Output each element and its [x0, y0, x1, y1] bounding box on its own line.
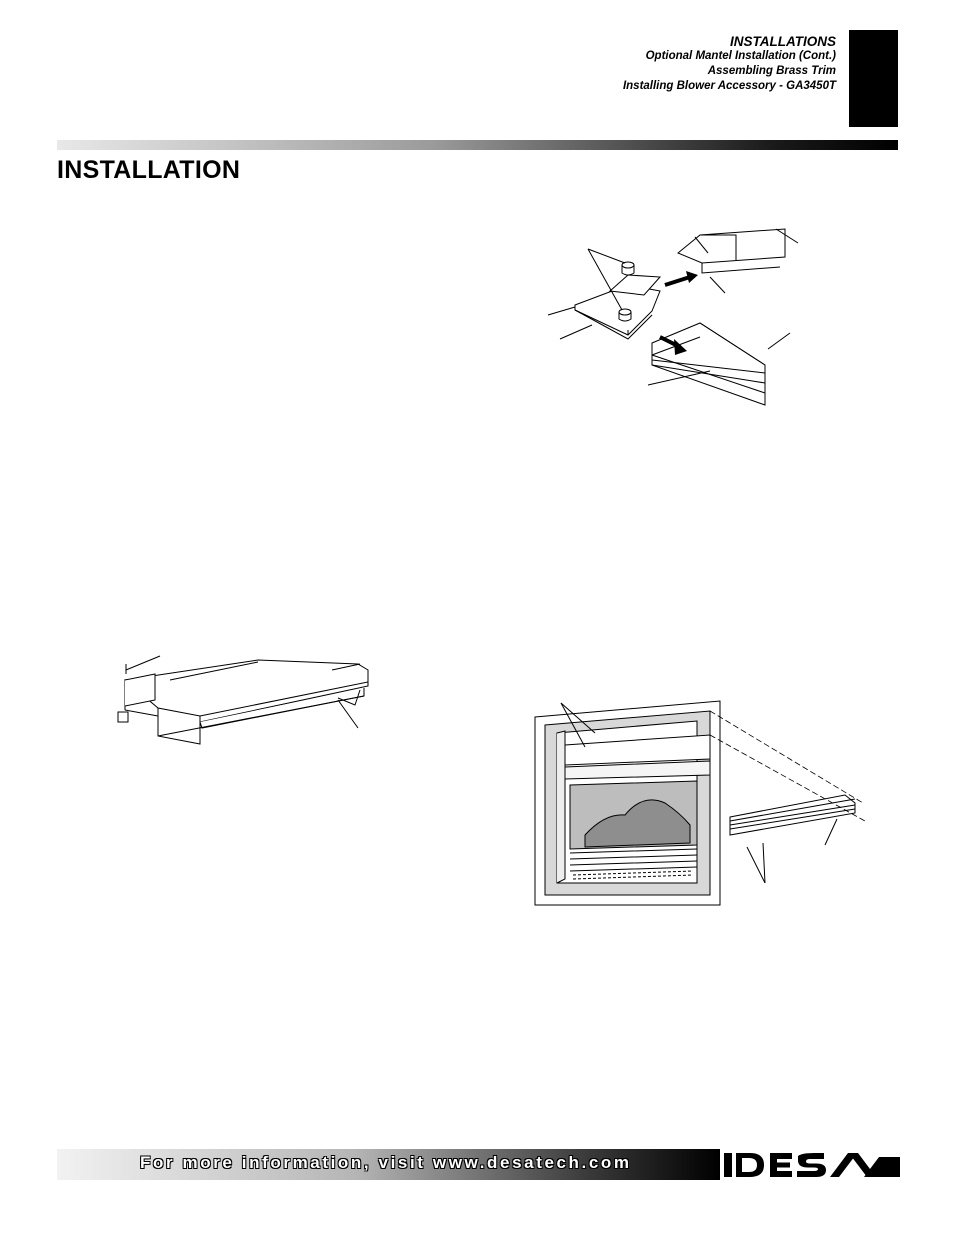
header-section-title: INSTALLATIONS	[730, 34, 836, 49]
figure-mantel-shelf	[117, 655, 369, 745]
header-subtitle-3: Installing Blower Accessory - GA3450T	[622, 80, 836, 92]
desa-logo	[724, 1153, 900, 1177]
figure-brass-trim-corner	[547, 228, 799, 406]
header-rule	[57, 140, 898, 150]
figure-fireplace-blower	[534, 700, 866, 906]
section-tab-marker	[849, 30, 898, 127]
header-subtitle-2: Assembling Brass Trim	[707, 65, 836, 77]
header-block: INSTALLATIONS Optional Mantel Installati…	[623, 34, 836, 94]
footer-website-text[interactable]: For more information, visit www.desatech…	[140, 1153, 632, 1172]
footer-bar: For more information, visit www.desatech…	[57, 1149, 720, 1180]
page-title: INSTALLATION	[57, 156, 241, 184]
header-subtitle-1: Optional Mantel Installation (Cont.)	[645, 50, 836, 62]
